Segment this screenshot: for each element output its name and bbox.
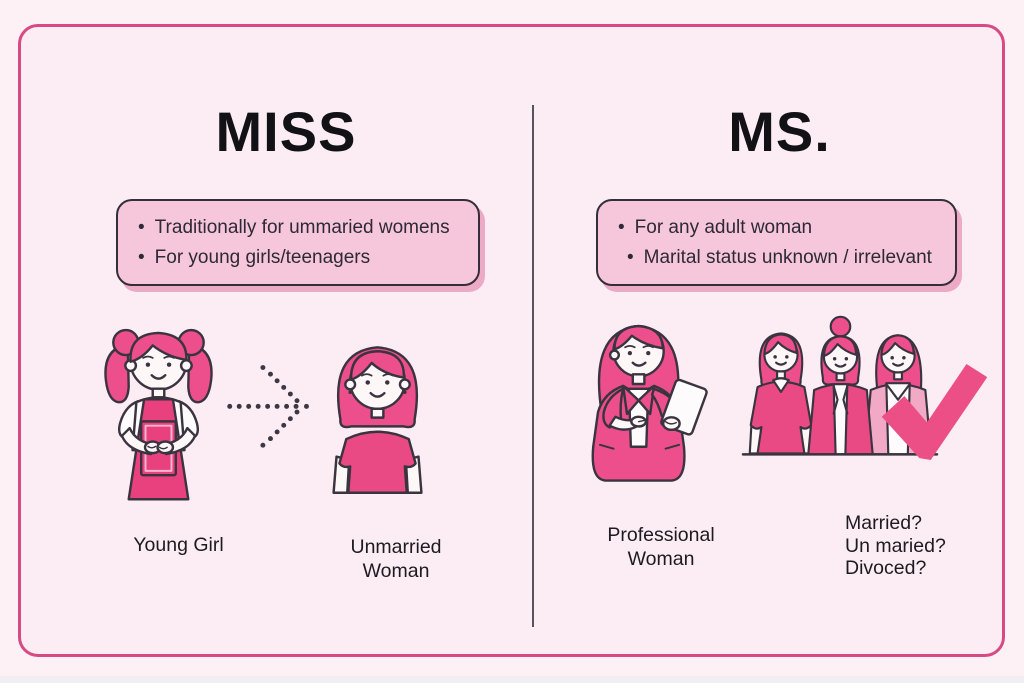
question-line: Un maried?: [845, 534, 946, 557]
ms-definition-box: For any adult woman Marital status unkno…: [596, 199, 957, 286]
dotted-right-arrow-icon: [227, 365, 309, 448]
question-line: Married?: [845, 512, 922, 534]
bullet-item: For young girls/teenagers: [138, 243, 468, 273]
panel-divider: [532, 105, 534, 627]
ms-title: MS.: [728, 100, 831, 163]
young-girl-with-book-illustration: [104, 328, 213, 501]
bottom-edge-strip: [0, 676, 1024, 683]
infographic-frame: MISS MS. Traditionally for ummaried wome…: [18, 24, 1005, 657]
ms-bullet-list: For any adult woman Marital status unkno…: [618, 213, 945, 273]
unmarried-woman-illustration: [332, 346, 423, 494]
three-women-group-illustration: [741, 315, 939, 456]
miss-title: MISS: [215, 100, 357, 163]
professional-woman-with-tablet-illustration: [591, 324, 708, 482]
bullet-item: Marital status unknown / irrelevant: [627, 243, 945, 273]
bullet-item: Traditionally for ummaried womens: [138, 213, 468, 243]
marital-status-questions: Married? Un maried? Divoced?: [845, 512, 946, 580]
question-line: Divoced?: [845, 557, 927, 579]
professional-woman-label: Professional Woman: [607, 524, 715, 570]
pink-checkmark-icon: [881, 364, 988, 461]
unmarried-woman-label: Unmarried Woman: [350, 536, 442, 582]
bullet-item: For any adult woman: [618, 213, 945, 243]
miss-definition-box: Traditionally for ummaried womens For yo…: [116, 199, 480, 286]
miss-bullet-list: Traditionally for ummaried womens For yo…: [138, 213, 468, 273]
young-girl-label: Young Girl: [133, 534, 224, 556]
